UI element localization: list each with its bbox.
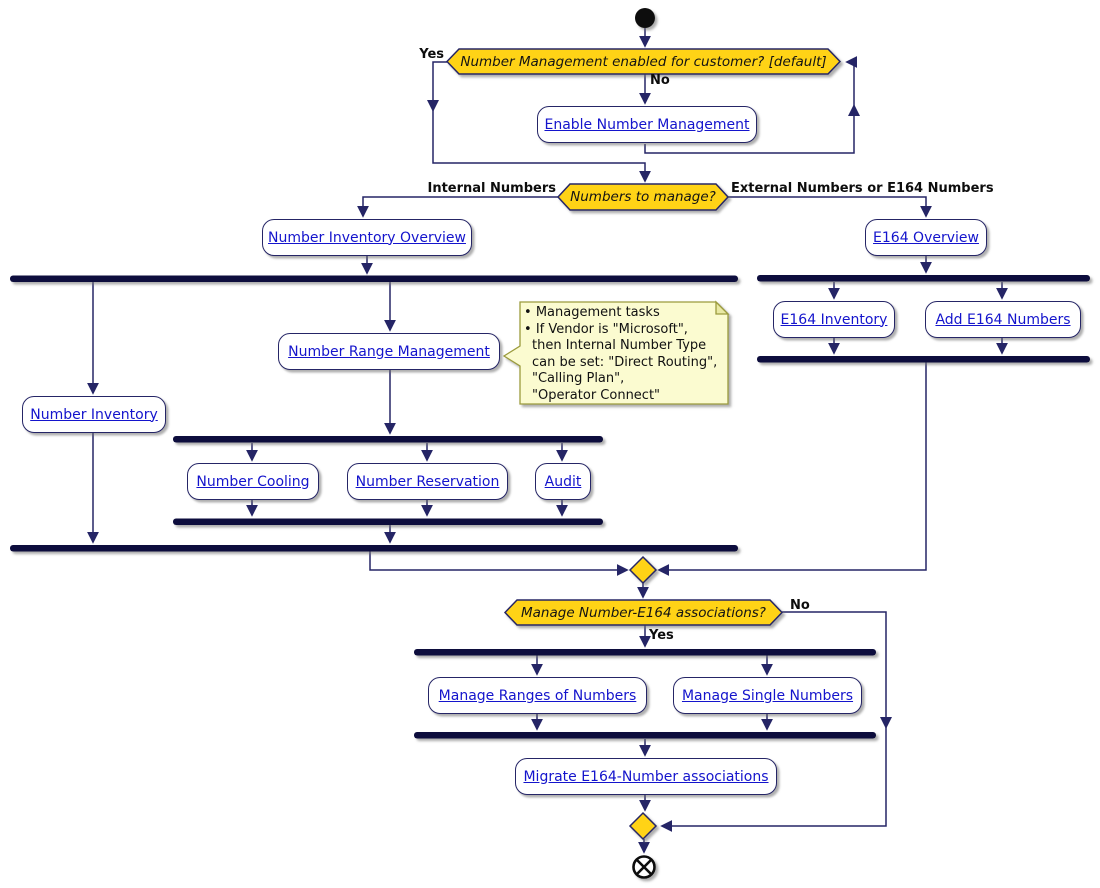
note-line: "Calling Plan", bbox=[532, 371, 625, 386]
start-node bbox=[635, 8, 655, 28]
action-migrate-e164-number-associations: Migrate E164-Number associations bbox=[515, 758, 777, 795]
action-number-cooling: Number Cooling bbox=[187, 463, 319, 500]
manage-single-numbers-link[interactable]: Manage Single Numbers bbox=[681, 687, 854, 704]
edge-decision1-yes bbox=[432, 61, 651, 183]
note-line: Management tasks bbox=[524, 305, 724, 322]
enable-number-management-link[interactable]: Enable Number Management bbox=[544, 116, 750, 133]
note-line: "Operator Connect" bbox=[532, 387, 661, 403]
label-internal-numbers: Internal Numbers bbox=[427, 181, 557, 196]
manage-ranges-of-numbers-link[interactable]: Manage Ranges of Numbers bbox=[438, 687, 637, 704]
number-range-management-link[interactable]: Number Range Management bbox=[288, 343, 490, 360]
fork-bar-right bbox=[757, 275, 1090, 282]
action-number-range-management: Number Range Management bbox=[278, 333, 500, 370]
decision-numbers-to-manage-hexagon bbox=[556, 183, 730, 211]
action-number-inventory-overview: Number Inventory Overview bbox=[262, 219, 472, 256]
label-yes-decision1: Yes bbox=[419, 47, 444, 62]
edge-rightjoin-to-merge bbox=[657, 362, 927, 576]
mid-arrow-loop-up bbox=[848, 104, 860, 116]
e164-inventory-link[interactable]: E164 Inventory bbox=[780, 311, 888, 328]
label-yes-decision3: Yes bbox=[649, 628, 674, 643]
action-enable-number-management: Enable Number Management bbox=[537, 106, 757, 143]
note-line: can be set: "Direct Routing", bbox=[532, 354, 718, 370]
edge-internal-numbers bbox=[357, 196, 558, 218]
e164-overview-link[interactable]: E164 Overview bbox=[873, 229, 979, 246]
label-external-numbers: External Numbers or E164 Numbers bbox=[731, 181, 994, 196]
edge-external-numbers bbox=[728, 196, 932, 218]
action-number-inventory: Number Inventory bbox=[22, 396, 166, 433]
join-bar-left bbox=[10, 545, 738, 552]
note-line: If Vendor is "Microsoft", bbox=[524, 322, 724, 339]
merge-diamond-top bbox=[628, 555, 658, 585]
mid-arrow-yes-down bbox=[427, 100, 439, 112]
decision-manage-assoc-text: Manage Number-E164 associations? bbox=[521, 604, 766, 621]
action-e164-inventory: E164 Inventory bbox=[773, 301, 895, 338]
decision-numbers-to-manage-text: Numbers to manage? bbox=[570, 189, 716, 205]
merge-diamond-bottom bbox=[628, 811, 658, 841]
decision-nm-enabled-text: Number Management enabled for customer? … bbox=[460, 53, 827, 70]
action-manage-ranges-of-numbers: Manage Ranges of Numbers bbox=[428, 677, 647, 714]
note-line: then Internal Number Type bbox=[532, 338, 707, 353]
audit-link[interactable]: Audit bbox=[544, 473, 582, 490]
fork-bar-left bbox=[10, 275, 738, 282]
action-number-reservation: Number Reservation bbox=[347, 463, 508, 500]
fork-bar-bottom bbox=[414, 649, 876, 656]
action-e164-overview: E164 Overview bbox=[865, 219, 987, 256]
number-inventory-overview-link[interactable]: Number Inventory Overview bbox=[268, 229, 466, 246]
action-manage-single-numbers: Manage Single Numbers bbox=[673, 677, 862, 714]
migrate-e164-number-associations-link[interactable]: Migrate E164-Number associations bbox=[523, 768, 769, 785]
note-management-tasks: Management tasks If Vendor is "Microsoft… bbox=[524, 305, 724, 404]
action-add-e164-numbers: Add E164 Numbers bbox=[925, 301, 1081, 338]
fork-bar-middle bbox=[173, 436, 603, 443]
join-bar-bottom bbox=[414, 732, 876, 739]
decision-manage-assoc-hexagon bbox=[503, 599, 784, 626]
number-inventory-link[interactable]: Number Inventory bbox=[30, 406, 158, 423]
mid-arrow-no-down bbox=[880, 717, 892, 729]
add-e164-numbers-link[interactable]: Add E164 Numbers bbox=[935, 311, 1071, 328]
join-bar-right bbox=[757, 356, 1090, 363]
number-reservation-link[interactable]: Number Reservation bbox=[355, 473, 500, 490]
edge-leftjoin-to-merge bbox=[369, 551, 629, 576]
decision-nm-enabled-hexagon bbox=[445, 48, 842, 75]
label-no-decision1: No bbox=[650, 73, 670, 88]
number-cooling-link[interactable]: Number Cooling bbox=[196, 473, 310, 490]
end-node bbox=[632, 855, 656, 879]
action-audit: Audit bbox=[535, 463, 591, 500]
join-bar-middle bbox=[173, 518, 603, 525]
label-no-decision3: No bbox=[790, 598, 810, 613]
edge-enable-loopback bbox=[644, 56, 858, 154]
